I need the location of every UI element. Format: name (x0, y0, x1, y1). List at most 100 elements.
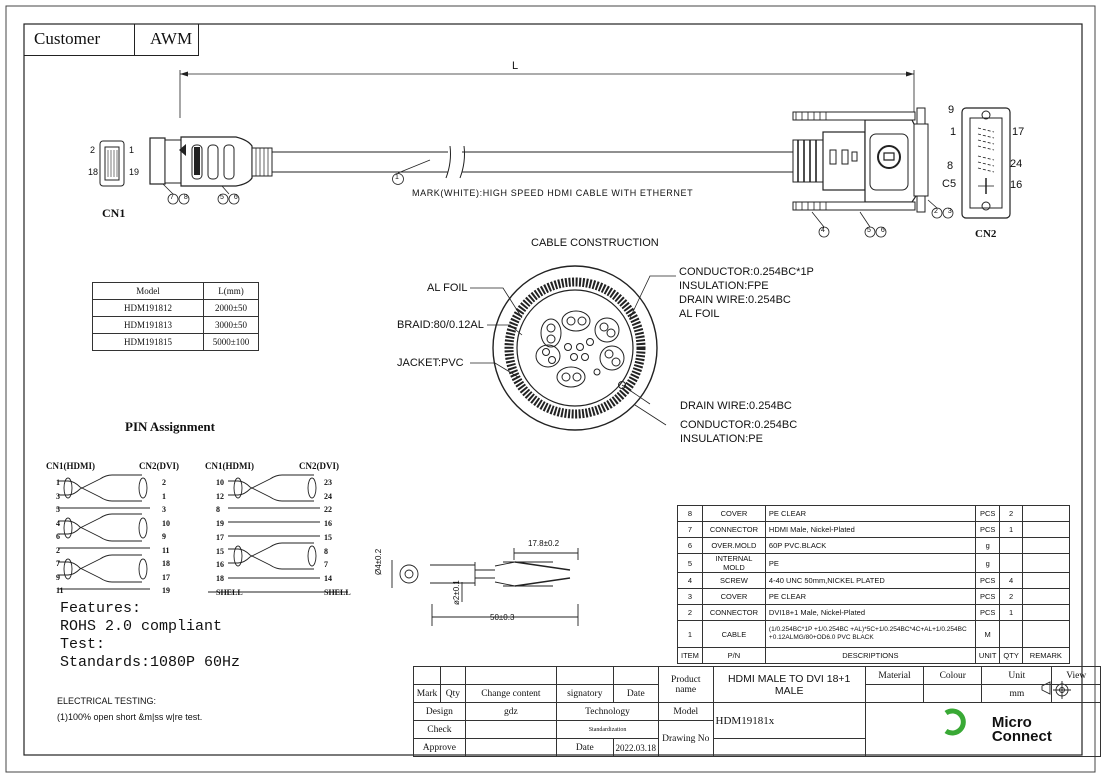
electrical-testing-block: ELECTRICAL TESTING: (1)100% open short &… (57, 696, 203, 722)
model-header: Model (92, 282, 204, 300)
length-label: L (512, 60, 519, 72)
right-cn1-header: CN1(HDMI) (205, 461, 254, 471)
cn1-pin-2: 2 (90, 145, 96, 155)
dvi-plug-icon (792, 107, 929, 213)
cable-mark-text: MARK(WHITE):HIGH SPEED HDMI CABLE WITH E… (412, 188, 694, 198)
label-al-foil-pair: AL FOIL (679, 308, 720, 320)
cn2-face-icon (961, 107, 1011, 219)
cable-strip-icon (391, 548, 579, 626)
hdmi-plug-icon (149, 136, 273, 187)
customer-value: AWM (150, 29, 193, 48)
dim-cable-diameter: Ø4±0.2 (374, 548, 383, 575)
unit-label: Unit (981, 666, 1053, 685)
length-cell: 3000±50 (203, 316, 259, 334)
model-cell: HDM191812 (92, 299, 204, 317)
label-al-foil: AL FOIL (427, 282, 468, 294)
callout-7-8: 7 8 (170, 194, 192, 201)
length-cell: 2000±50 (203, 299, 259, 317)
cn2-pin-1: 1 (950, 126, 957, 138)
cn2-pin-17: 17 (1012, 126, 1025, 138)
cn2-pin-16: 16 (1010, 179, 1023, 191)
cn2-pin-8: 8 (947, 160, 954, 172)
model-cell: HDM191815 (92, 333, 204, 351)
check-label: Check (413, 720, 466, 739)
left-cn1-header: CN1(HDMI) (46, 461, 95, 471)
mark-label: Mark (413, 684, 441, 703)
product-name-label: Product name (658, 666, 714, 703)
label-braid: BRAID:80/0.12AL (397, 319, 484, 331)
right-cn2-header: CN2(DVI) (299, 461, 339, 471)
date-label: Date (612, 684, 660, 703)
technology-label: Technology (556, 702, 660, 721)
dim-overall-length: 50±0.3 (490, 613, 515, 622)
callout-2-3: 2 3 (934, 208, 956, 215)
pin-wiring-left-icon (58, 474, 150, 590)
change-content-label: Change content (464, 684, 558, 703)
length-cell: 5000±100 (203, 333, 259, 351)
model-label: Model (658, 702, 714, 721)
label-insulation-pe: INSULATION:PE (680, 433, 763, 445)
dim-wire-diameter: ø2±0.1 (452, 580, 461, 605)
design-label: Design (413, 702, 466, 721)
label-drain-wire-pair: DRAIN WIRE:0.254BC (679, 294, 791, 306)
cable-body (272, 145, 793, 179)
design-value: gdz (464, 702, 558, 721)
approve-date-value: 2022.03.18 (612, 738, 660, 757)
approve-label: Approve (413, 738, 466, 757)
callout-5-6-right: 5 6 (867, 227, 889, 234)
callout-1: 1 (395, 174, 399, 181)
drawing-no-label: Drawing No (658, 720, 714, 757)
product-name: HDMI MALE TO DVI 18+1 MALE (712, 666, 866, 703)
callout-4: 4 (821, 227, 825, 234)
cn2-label: CN2 (975, 228, 997, 240)
label-conductor: CONDUCTOR:0.254BC (680, 419, 798, 431)
customer-header: Customer AWM (24, 24, 199, 56)
standardization-label: Standardization (556, 720, 660, 739)
left-cn2-header: CN2(DVI) (139, 461, 179, 471)
length-header: L(mm) (203, 282, 259, 300)
callout-5-6-left: 5 6 (220, 194, 242, 201)
cable-construction-title: CABLE CONSTRUCTION (531, 237, 659, 249)
cn1-face-icon (99, 140, 125, 187)
micro-connect-logo: Micro Connect (981, 702, 1101, 757)
model-cell: HDM191813 (92, 316, 204, 334)
pin-wiring-right-icon (208, 474, 348, 593)
cn1-pin-1: 1 (129, 145, 135, 155)
outer-frame (5, 5, 1096, 773)
pin-assignment-title: PIN Assignment (125, 419, 215, 434)
qty-label: Qty (439, 684, 466, 703)
cn1-pin-18: 18 (88, 167, 99, 177)
cable-cross-section-icon (470, 265, 676, 431)
title-block: Product name HDMI MALE TO DVI 18+1 MALE … (413, 666, 1101, 757)
cn1-pin-19: 19 (129, 167, 140, 177)
label-jacket: JACKET:PVC (397, 357, 464, 369)
unit-value: mm (981, 684, 1053, 703)
view-label: View (1051, 666, 1101, 685)
features-block: Features: ROHS 2.0 compliant Test: Stand… (60, 600, 241, 671)
signatory-label: signatory (556, 684, 614, 703)
approve-date-label: Date (556, 738, 614, 757)
label-insulation-fpe: INSULATION:FPE (679, 280, 769, 292)
cn2-pin-c5: C5 (942, 178, 957, 190)
customer-label: Customer (34, 29, 101, 48)
colour-label: Colour (923, 666, 983, 685)
material-label: Material (864, 666, 925, 685)
